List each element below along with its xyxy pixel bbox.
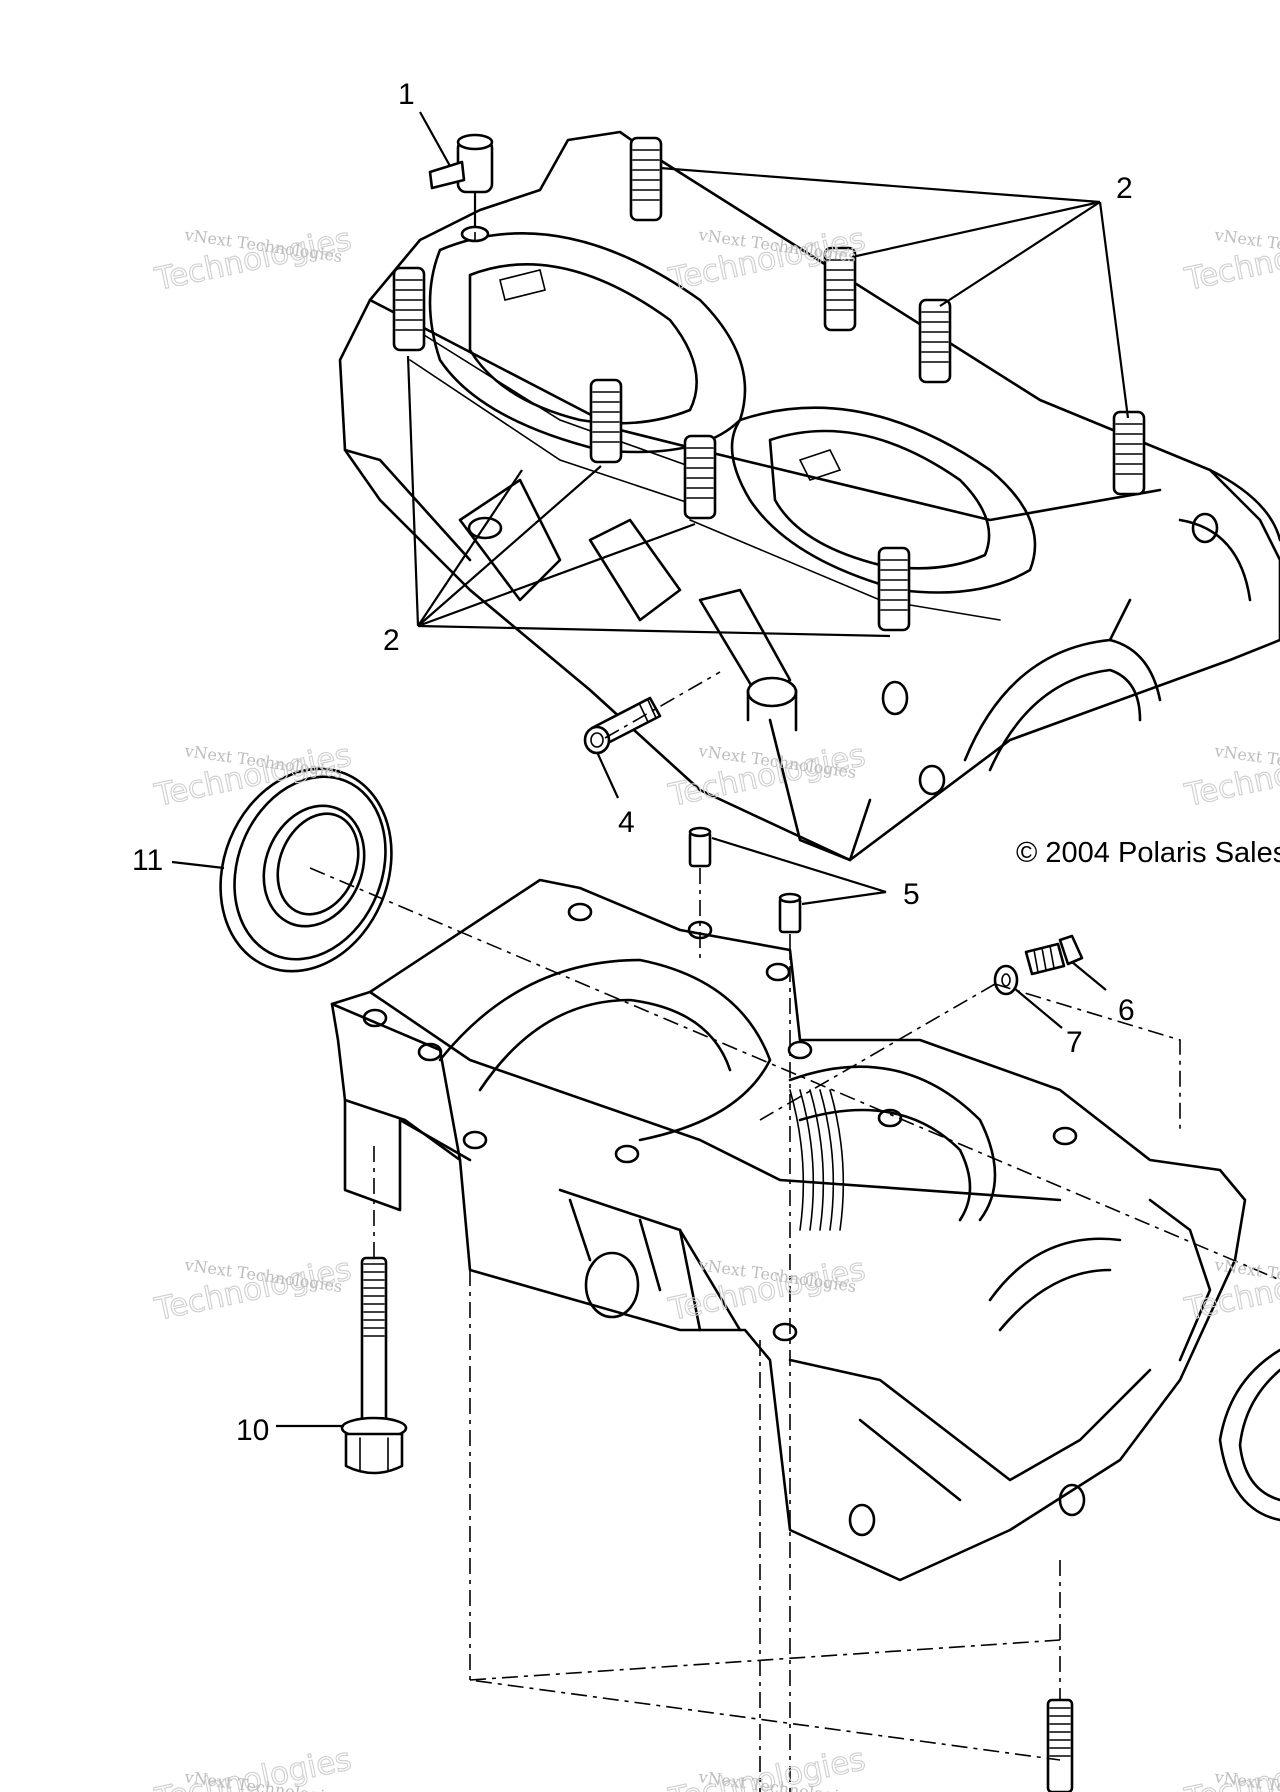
stud-7 [683, 434, 717, 520]
callout-2-top: 2 [1116, 172, 1133, 205]
bottom-bolt [1046, 1698, 1074, 1792]
watermark: Technologies vNext Technologies [665, 737, 869, 815]
copyright-notice: © 2004 Polaris Sales [1016, 837, 1280, 869]
watermark: Technologies vNext Technologies [1181, 221, 1280, 299]
callout-11: 11 [132, 844, 163, 877]
leader-lines [171, 111, 1130, 1428]
dowel-pins [688, 826, 802, 934]
stud-5 [392, 266, 426, 352]
stud-2 [823, 246, 857, 332]
watermark: Technologies vNext Technologies [151, 1251, 355, 1329]
watermark: Technologies vNext Technologies [151, 1741, 355, 1792]
watermark: Technologies vNext Technologies [151, 221, 355, 299]
stud-8 [877, 546, 911, 632]
upper-crankcase [338, 130, 1280, 862]
stud-1 [629, 136, 663, 222]
cylinder-studs [392, 136, 1146, 632]
callout-6: 6 [1118, 994, 1135, 1027]
callouts: 1 2 2 4 5 6 7 10 11 [132, 78, 1135, 1447]
watermark: Technologies vNext Technologies [665, 1741, 869, 1792]
callout-4: 4 [618, 806, 635, 839]
callout-5: 5 [903, 878, 920, 911]
oil-seal-left [219, 767, 393, 973]
callout-1: 1 [398, 78, 415, 111]
assembly-lines [309, 200, 1280, 1792]
watermark: Technologies vNext Technologies [1181, 737, 1280, 815]
stud-6 [589, 378, 623, 464]
long-bolt [340, 1256, 408, 1475]
stud-4 [1112, 410, 1146, 496]
callout-7: 7 [1066, 1026, 1083, 1059]
callout-10: 10 [236, 1414, 269, 1447]
lower-crankcase [330, 878, 1280, 1582]
fitting [428, 133, 494, 243]
watermark: Technologies vNext Technologies [1181, 1251, 1280, 1329]
bolt-and-washer [993, 934, 1084, 996]
watermark: Technologies vNext Technologies [1181, 1741, 1280, 1792]
watermark: Technologies vNext Technologies [665, 1251, 869, 1329]
stud-3 [918, 298, 952, 384]
callout-2-bottom: 2 [383, 624, 400, 657]
